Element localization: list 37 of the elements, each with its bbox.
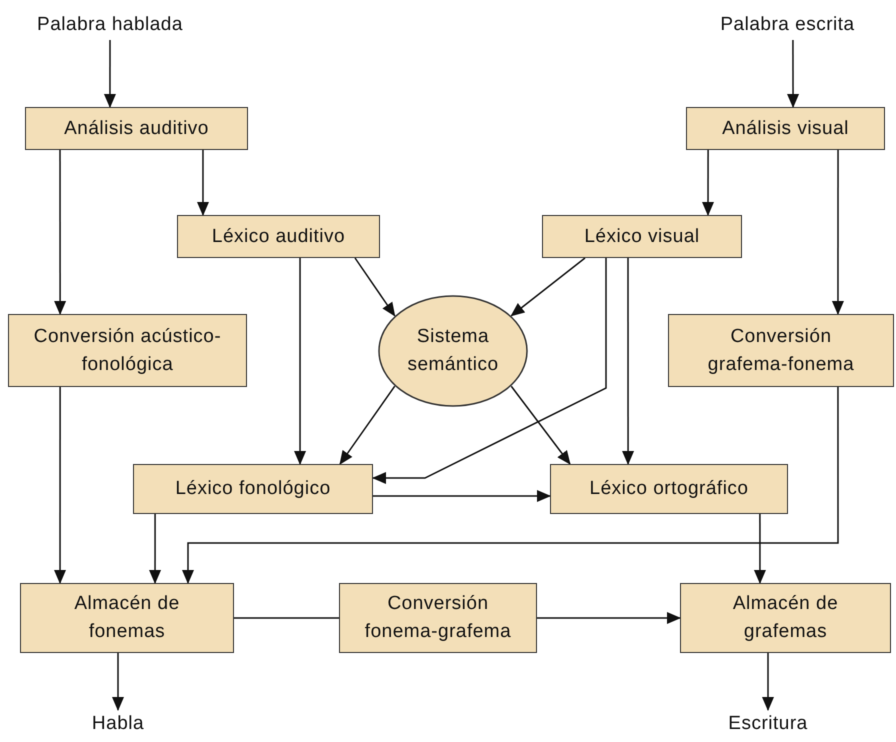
arrow: [702, 150, 714, 216]
flow-label: Escritura: [718, 710, 818, 738]
arrow: [510, 257, 586, 316]
arrow: [372, 258, 607, 484]
arrow: [832, 150, 844, 315]
arrow: [104, 40, 116, 108]
process-box: Conversión grafema-fonema: [668, 314, 894, 387]
arrow: [54, 387, 66, 584]
ellipse-node: Sistema semántico: [378, 295, 528, 407]
arrow: [373, 490, 551, 502]
process-box: Léxico auditivo: [177, 215, 380, 258]
arrow: [112, 653, 124, 711]
arrow: [510, 386, 571, 465]
process-box: Análisis visual: [686, 107, 885, 150]
process-box: Análisis auditivo: [25, 107, 248, 150]
process-box: Léxico ortográfico: [550, 464, 788, 514]
arrow: [294, 258, 306, 465]
flow-label: Palabra hablada: [25, 10, 195, 40]
arrow: [54, 150, 66, 315]
process-box: Léxico fonológico: [133, 464, 373, 514]
process-box: Léxico visual: [542, 215, 742, 258]
arrow: [182, 387, 839, 584]
flow-label: Habla: [78, 710, 158, 738]
arrow: [196, 150, 209, 216]
flow-label: Palabra escrita: [700, 10, 875, 40]
arrow: [149, 514, 162, 584]
arrow: [354, 258, 396, 317]
process-box: Almacén de grafemas: [680, 583, 891, 653]
arrow: [622, 258, 634, 465]
process-box: Almacén de fonemas: [20, 583, 234, 653]
arrow: [787, 40, 800, 108]
process-box: Conversión fonema-grafema: [339, 583, 537, 653]
process-box: Conversión acústico-fonológica: [8, 314, 247, 387]
arrow: [762, 653, 774, 711]
arrow: [339, 386, 396, 465]
arrow: [537, 612, 681, 624]
arrow: [754, 514, 766, 584]
